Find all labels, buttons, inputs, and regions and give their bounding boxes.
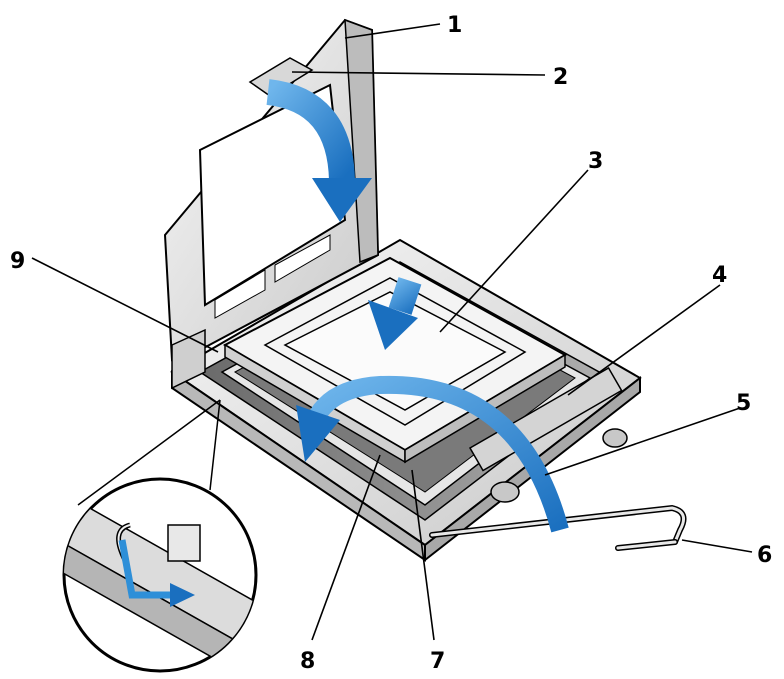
- callout-8: 8: [300, 649, 315, 674]
- callout-3: 3: [588, 149, 603, 174]
- callout-4: 4: [712, 263, 727, 288]
- release-lever: [429, 366, 687, 551]
- callout-9: 9: [10, 249, 25, 274]
- insert-processor-arrow-icon: [368, 277, 422, 350]
- lever-rotation-arrow-icon: [296, 375, 569, 533]
- callout-7: 7: [430, 649, 445, 674]
- callout-5: 5: [736, 391, 751, 416]
- callout-1: 1: [447, 13, 462, 38]
- close-cover-arrow-icon: [266, 79, 372, 222]
- magnified-detail: [62, 399, 258, 673]
- leader-lines: [31, 23, 753, 641]
- callout-6: 6: [757, 543, 772, 568]
- callout-2: 2: [553, 65, 568, 90]
